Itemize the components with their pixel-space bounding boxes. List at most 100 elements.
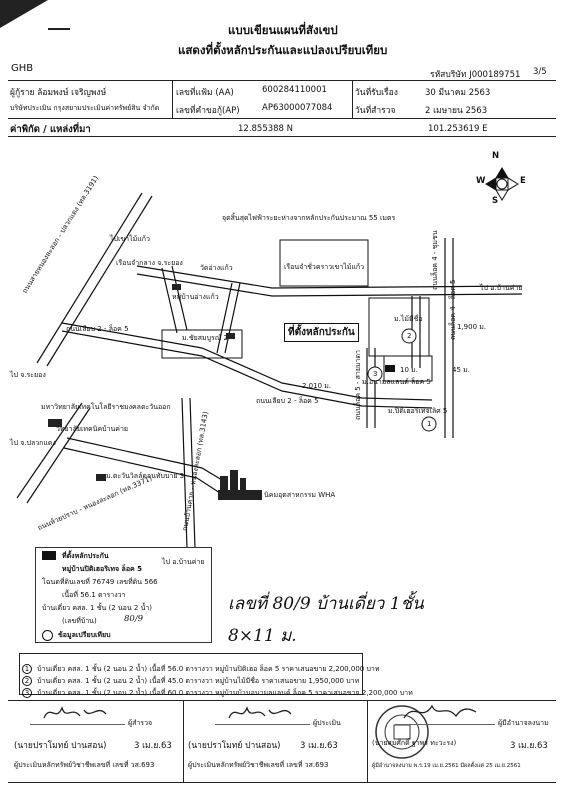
university-label: มหาวิทยาลัยเทคโนโลยีราชมงคลตะวันออก [41, 403, 171, 411]
info-rule-mid [8, 118, 556, 119]
sig3-name: (นายสมศักดิ์ ฐาพร ทะวะรง) [372, 739, 457, 747]
village-chaisomboon: ม.ชัยสมบูรณ์ 2 [182, 334, 228, 342]
sig1-date: 3 เม.ย.63 [134, 741, 172, 751]
company-seal [375, 705, 429, 759]
signature-3 [403, 704, 477, 719]
village-maimichue: ม.ไม้มีชื่อ [394, 315, 423, 323]
request-number: AP63000077084 [262, 103, 333, 113]
comparison-row: 3 บ้านเดี่ยว คสล. 1 ชั้น (2 นอน 2 น้ำ) เ… [22, 680, 413, 699]
info-rule-top [8, 80, 556, 81]
legend-village: หมู่บ้านปิติเฮอริเทจ ล็อค 5 [62, 565, 143, 573]
comparison-row: 1 บ้านเดี่ยว คสล. 1 ชั้น (2 นอน 2 น้ำ) เ… [22, 656, 379, 675]
comparison-table [19, 653, 363, 695]
to-highway-label: ไป อ.บ้านค่าย [480, 284, 523, 292]
doc-title-1: แบบเขียนแผนที่สังเขป [228, 23, 338, 37]
sig-line-1 [30, 724, 125, 725]
site-label: ที่ตั้งหลักประกัน [284, 323, 359, 342]
soi-road-label: ถนนเลียบ 2 - ล็อค 5 [66, 325, 129, 333]
legend-area: เนื้อที่ 56.1 ตารางวา [62, 591, 126, 599]
compass-north: N [492, 151, 500, 161]
sig-line-3 [395, 724, 495, 725]
received-date: 30 มีนาคม 2563 [425, 88, 491, 98]
comparison-row: 2 บ้านเดี่ยว คสล. 1 ชั้น (2 นอน 2 น้ำ) เ… [22, 668, 359, 687]
soi-road-label-2: ถนนเลียบ 2 - ล็อค 5 [256, 397, 319, 405]
compass-east: E [520, 176, 526, 186]
distance-2010: 2,010 ม. [302, 382, 332, 390]
file-label: เลขที่แฟ้ม (AA) [176, 88, 234, 98]
info-col-rule-1 [172, 80, 173, 118]
distance-1900: 1,900 ม. [457, 323, 487, 331]
sig-col-rule-1 [183, 700, 184, 782]
college-label: วิทยาลัยเทคนิคบ้านค่าย [56, 425, 128, 433]
comparison-text: บ้านเดี่ยว คสล. 1 ชั้น (2 นอน 2 น้ำ) เนื… [37, 689, 413, 697]
hospital-label: เรือนจำกลาง จ.ระยอง [116, 259, 183, 267]
to-bankhai-label: ไป อ.บ้านค่าย [162, 558, 205, 566]
received-label: วันที่รับเรื่อง [355, 88, 398, 98]
sig2-date: 3 เม.ย.63 [300, 741, 338, 751]
road-right-label: ถนนล็อค 4 - ชุมชน [431, 230, 439, 290]
road-mid-label: ถนนล็อค 5 - สายมาดา [354, 350, 362, 420]
sig-line-2 [215, 724, 310, 725]
prison-label: เรือนจำชั่วคราวเขาไม้แก้ว [284, 263, 365, 271]
signature-2 [228, 706, 292, 719]
handwritten-note-1: เลขที่ 80/9 บ้านเดี่ยว 1ชั้น [228, 594, 424, 614]
compare-legend-icon [42, 630, 53, 641]
scan-mark-line [48, 28, 70, 30]
comparison-text: บ้านเดี่ยว คสล. 1 ชั้น (2 นอน 2 น้ำ) เนื… [37, 665, 380, 673]
signature-1 [43, 706, 107, 719]
survey-label: วันที่สำรวจ [355, 106, 396, 116]
distance-45: 45 ม. [452, 366, 470, 374]
handwritten-note-2: 8×11 ม. [228, 626, 297, 646]
compass-west: W [476, 176, 486, 186]
sig1-license: ผู้ประเมินหลักทรัพย์วิชาชีพเลขที่ เลขที่… [14, 761, 155, 769]
doc-title-2: แสดงที่ตั้งหลักประกันและแปลงเปรียบเทียบ [178, 43, 388, 57]
survey-date: 2 เมษายน 2563 [425, 106, 488, 116]
sig-col-rule-2 [367, 700, 368, 782]
location-map [16, 167, 523, 549]
compass-south: S [492, 196, 499, 206]
sig3-date: 3 เม.ย.63 [510, 741, 548, 751]
village1-label: หมู่บ้านอ่างแก้ว [172, 293, 219, 301]
road-right2-label: ถนนล็อค 4 - ล็อค 5 [449, 279, 457, 341]
sig2-name: (นายปราโมทย์ ปานสอน) [188, 741, 281, 751]
legend-deed: โฉนดที่ดินเลขที่ 76749 เลขที่ดิน 566 [42, 578, 158, 586]
village-anan: ม.อนามลแลนด์ ล็อค 5 [362, 378, 431, 386]
sig2-license: ผู้ประเมินหลักทรัพย์วิชาชีพเลขที่ เลขที่… [188, 761, 329, 769]
legend-house: บ้านเดี่ยว คสล. 1 ชั้น (2 นอน 2 น้ำ) [42, 604, 153, 612]
to-ploakdaeng-label: ไป จ.ปลวกแดง [10, 439, 56, 447]
to-rayong-label: ไป จ.ระยอง [10, 371, 46, 379]
village-piti: ม.ปิติเฮอริเทจเลิศ 5 [388, 407, 448, 415]
temple-label: วัดอ่างแก้ว [200, 264, 233, 272]
comparison-text: บ้านเดี่ยว คสล. 1 ชั้น (2 นอน 2 น้ำ) เนื… [37, 677, 360, 685]
sig1-name: (นายปราโมทย์ ปานสอน) [14, 741, 107, 751]
request-label: เลขที่คำขอกู้(AP) [176, 106, 240, 116]
to-khao-label: ไปเขาไม้แก้ว [110, 235, 150, 243]
coord-label: ค่าพิกัด / แหล่งที่มา [10, 124, 91, 135]
latitude: 12.855388 N [238, 124, 294, 134]
appraisal-company: บริษัทประเมิน กรุงสยามประเมินค่าทรัพย์สิ… [10, 104, 160, 112]
marker-1: 1 [427, 420, 432, 428]
company-code: รหัสบริษัท J000189751 [430, 70, 521, 80]
sig3-role: ผู้มีอำนาจลงนาม [498, 719, 549, 727]
industrial-estate: นิคมอุตสาหกรรม WHA [264, 491, 336, 499]
info-rule-bottom [8, 136, 556, 137]
sig3-note: ผู้มีอำนาจลงนาม พ.ร.19 เม.ย.2561 มีผลตั้… [372, 763, 521, 769]
page-number: 3/5 [533, 67, 547, 77]
comparison-num: 1 [22, 664, 32, 674]
legend-site-title: ที่ตั้งหลักประกัน [62, 552, 109, 560]
legend-compare-title: ข้อมูลเปรียบเทียบ [58, 631, 111, 639]
site-legend-icon [42, 551, 56, 560]
sig-rule-top [8, 700, 556, 701]
sig1-role: ผู้สำรวจ [128, 719, 153, 727]
longitude: 101.253619 E [428, 124, 488, 134]
legend-box [35, 547, 212, 643]
comparison-num: 2 [22, 676, 32, 686]
legend-house-no-label: (เลขที่บ้าน) [62, 617, 97, 625]
bank-code: GHB [11, 63, 34, 74]
sig-rule-bottom [8, 782, 556, 783]
marker-2: 2 [407, 332, 412, 340]
borrower: ผู้กู้ราย ล้อมพงษ์ เจริญพงษ์ [10, 88, 107, 98]
power-pole-note: จุดสิ้นสุดไฟฟ้าระยะห่างจากหลักประกันประม… [222, 214, 396, 222]
sig2-role: ผู้ประเมิน [313, 719, 341, 727]
marker-3: 3 [373, 370, 378, 378]
